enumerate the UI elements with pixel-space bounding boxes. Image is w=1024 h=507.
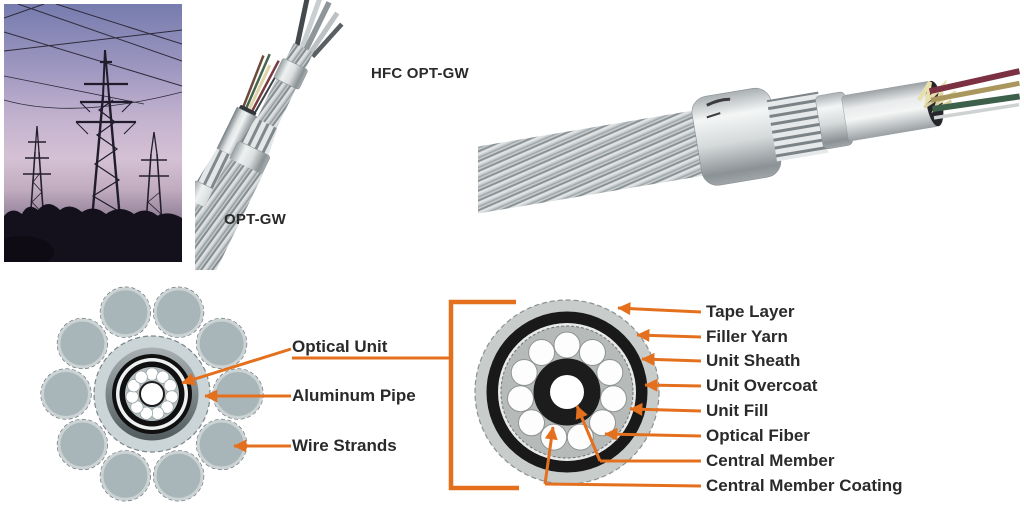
arrow-optical-fiber (604, 427, 702, 441)
label-central-member: Central Member (706, 451, 835, 470)
line-central-member-coating (544, 482, 702, 488)
optgw-cables-cutaway-photo (195, 0, 344, 270)
optical-unit-cross-section (474, 299, 660, 485)
arrow-unit-overcoat (644, 378, 702, 392)
arrow-central-member (575, 405, 602, 462)
arrow-unit-sheath (641, 352, 702, 366)
large-optgw-cable-cutaway-photo (478, 68, 1021, 214)
power-lines (4, 4, 182, 109)
label-central-member-coating: Central Member Coating (706, 476, 903, 495)
fiber-silver (933, 102, 1020, 120)
hfc-optgw-cable (195, 0, 344, 270)
aramid-yarn (917, 79, 958, 108)
central-member-left (139, 381, 165, 407)
arrow-unit-fill (629, 402, 702, 416)
zoom-bracket (448, 299, 519, 491)
label-unit-overcoat: Unit Overcoat (706, 376, 818, 395)
arrow-filler-yarn (636, 328, 702, 342)
fiber-green (932, 93, 1021, 112)
arrow-tape-layer (617, 302, 702, 316)
label-aluminum-pipe: Aluminum Pipe (292, 386, 416, 405)
label-unit-sheath: Unit Sheath (706, 351, 801, 370)
transmission-towers-photo (4, 4, 182, 262)
hfc-optgw-label: HFC OPT-GW (371, 65, 469, 82)
label-filler-yarn: Filler Yarn (706, 327, 788, 346)
splined-core (766, 91, 829, 162)
label-tape-layer: Tape Layer (706, 302, 795, 321)
label-unit-fill: Unit Fill (706, 401, 769, 420)
label-wire-strands: Wire Strands (292, 436, 397, 455)
large-cable (478, 68, 1021, 214)
wire-strand-section (478, 108, 715, 214)
wire-strands-ring (40, 286, 264, 502)
arrow-optical-unit (181, 347, 292, 386)
leader-lines (181, 299, 702, 491)
optgw-cross-section (40, 286, 264, 502)
optgw-label: OPT-GW (224, 211, 287, 228)
bush-silhouette (4, 236, 54, 262)
fiber-maroon (928, 68, 1021, 95)
label-optical-unit: Optical Unit (292, 337, 388, 356)
central-member-rod (550, 375, 584, 409)
arrow-central-member-coating (543, 426, 558, 485)
optical-fibers-ring-right (507, 331, 627, 451)
fiber-khaki (930, 80, 1020, 103)
optical-fibers-ring (125, 367, 179, 420)
label-optical-fiber: Optical Fiber (706, 426, 810, 445)
